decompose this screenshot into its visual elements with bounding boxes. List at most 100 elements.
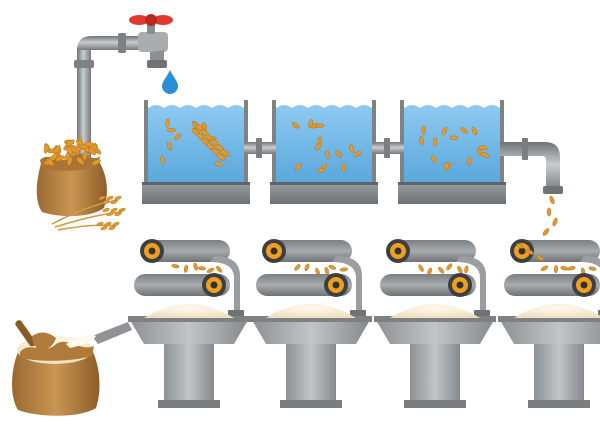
wheat-grain-icon: [546, 207, 552, 217]
wheat-grain-icon: [67, 156, 73, 166]
wheat-grain-icon: [421, 125, 426, 135]
wheat-grain-icon: [308, 119, 314, 128]
wheat-grain-icon: [114, 211, 122, 217]
wheat-grain-icon: [464, 265, 469, 274]
wheat-grain-icon: [516, 243, 524, 249]
roller-mill-2: [250, 239, 372, 408]
wheat-grain-icon: [315, 143, 322, 151]
wheat-grain-icon: [419, 136, 424, 145]
wheat-grain-icon: [43, 143, 49, 154]
belt-roller-icon: [324, 273, 348, 297]
wheat-grain-icon: [349, 144, 354, 153]
washing-tank-2: [270, 100, 378, 204]
wheat-grain-icon: [160, 155, 165, 165]
wheat-grain-icon: [325, 150, 331, 159]
flour-spout: [66, 322, 132, 348]
faucet: [129, 14, 173, 68]
wheat-grain-icon: [542, 228, 550, 236]
wheat-grain-icon: [560, 266, 569, 271]
wheat-grain-icon: [108, 225, 116, 231]
wheat-grain-icon: [50, 152, 58, 162]
wheat-grain-icon: [114, 195, 122, 201]
flour-pile: [390, 304, 480, 318]
wheat-grain-icon: [335, 150, 343, 158]
wheat-grain-icon: [193, 262, 198, 271]
wheat-grain-icon: [294, 264, 301, 271]
wheat-grain-icon: [430, 155, 437, 163]
wheat-grain-icon: [315, 123, 325, 128]
wheat-grain-icon: [553, 265, 558, 274]
belt-roller-icon: [140, 239, 164, 263]
wheat-grain-icon: [549, 195, 555, 205]
wheat-grain-icon: [166, 128, 176, 133]
wheat-grain-icon: [316, 167, 326, 173]
wheat-grain-icon: [65, 146, 74, 155]
drain-pipe: [500, 138, 563, 194]
wheat-grain-icon: [106, 211, 114, 217]
wheat-grain-icon: [98, 195, 106, 201]
wheat-grain-icon: [471, 126, 478, 135]
water-drop-icon: [162, 70, 178, 94]
wheat-grain-icon: [84, 141, 95, 147]
wheat-grain-icon: [438, 266, 445, 274]
wheat-grain-icon: [183, 264, 189, 273]
wheat-grain-icon: [540, 265, 549, 272]
wheat-grain-icon: [291, 122, 300, 129]
wooden-scoop-icon: [15, 320, 56, 350]
washing-tank-3: [398, 100, 506, 204]
wheat-grain-icon: [167, 141, 172, 151]
belt-roller-icon: [262, 239, 286, 263]
wheat-grain-icon: [214, 161, 223, 167]
wheat-grain-icon: [446, 263, 453, 271]
wheat-grain-icon: [112, 221, 120, 227]
wheat-grain-icon: [536, 255, 544, 261]
washing-tank-1: [142, 100, 250, 204]
wheat-grain-icon: [216, 153, 226, 161]
wheat-grain-sack: [36, 136, 107, 217]
wheat-grain-icon: [106, 195, 114, 201]
tank-connector-pipe: [244, 138, 404, 158]
wheat-grain-icon: [328, 264, 337, 270]
wheat-grain-icon: [66, 139, 75, 147]
wheat-grain-icon: [102, 199, 110, 205]
wheat-grain-icon: [477, 147, 483, 157]
wheat-grain-icon: [460, 127, 468, 134]
wheat-grain-icon: [110, 207, 118, 213]
wheat-grain-icon: [295, 162, 302, 171]
wheat-grain-icon: [304, 263, 310, 272]
wheat-grain-icon: [526, 249, 534, 255]
belt-roller-icon: [448, 273, 472, 297]
belt-roller-icon: [572, 273, 596, 297]
wheat-ear-icon: [191, 124, 230, 161]
flour-sack: [12, 320, 100, 416]
wheat-grain-icon: [88, 147, 96, 156]
roller-mill-1: [128, 239, 250, 408]
wheat-grain-icon: [432, 137, 438, 147]
wheat-grain-icon: [100, 225, 108, 231]
wheat-grain-icon: [104, 221, 112, 227]
belt-roller-icon: [202, 273, 226, 297]
wheat-grain-icon: [324, 266, 329, 275]
wheat-grain-icon: [339, 267, 348, 272]
wheat-grain-icon: [588, 266, 597, 271]
wheat-grain-icon: [110, 199, 118, 205]
flour-pile: [266, 304, 356, 318]
faucet-handle-icon: [129, 14, 173, 26]
wheat-grain-icon: [118, 207, 126, 213]
flour-pile: [514, 304, 600, 318]
wheat-grain-icon: [91, 159, 101, 166]
wheat-grain-icon: [197, 266, 206, 271]
wheat-grain-icon: [76, 157, 85, 165]
wheat-grain-icon: [220, 149, 230, 157]
wheat-grain-icon: [466, 156, 472, 166]
roller-mill-4: [498, 239, 600, 408]
wheat-grain-icon: [165, 118, 170, 128]
wheat-grain-icon: [173, 133, 182, 141]
wheat-grain-icon: [206, 267, 215, 273]
flour-pile: [144, 304, 234, 318]
wheat-grain-icon: [96, 221, 104, 227]
wheat-grain-icon: [441, 127, 448, 136]
wheat-grain-icon: [449, 135, 459, 140]
